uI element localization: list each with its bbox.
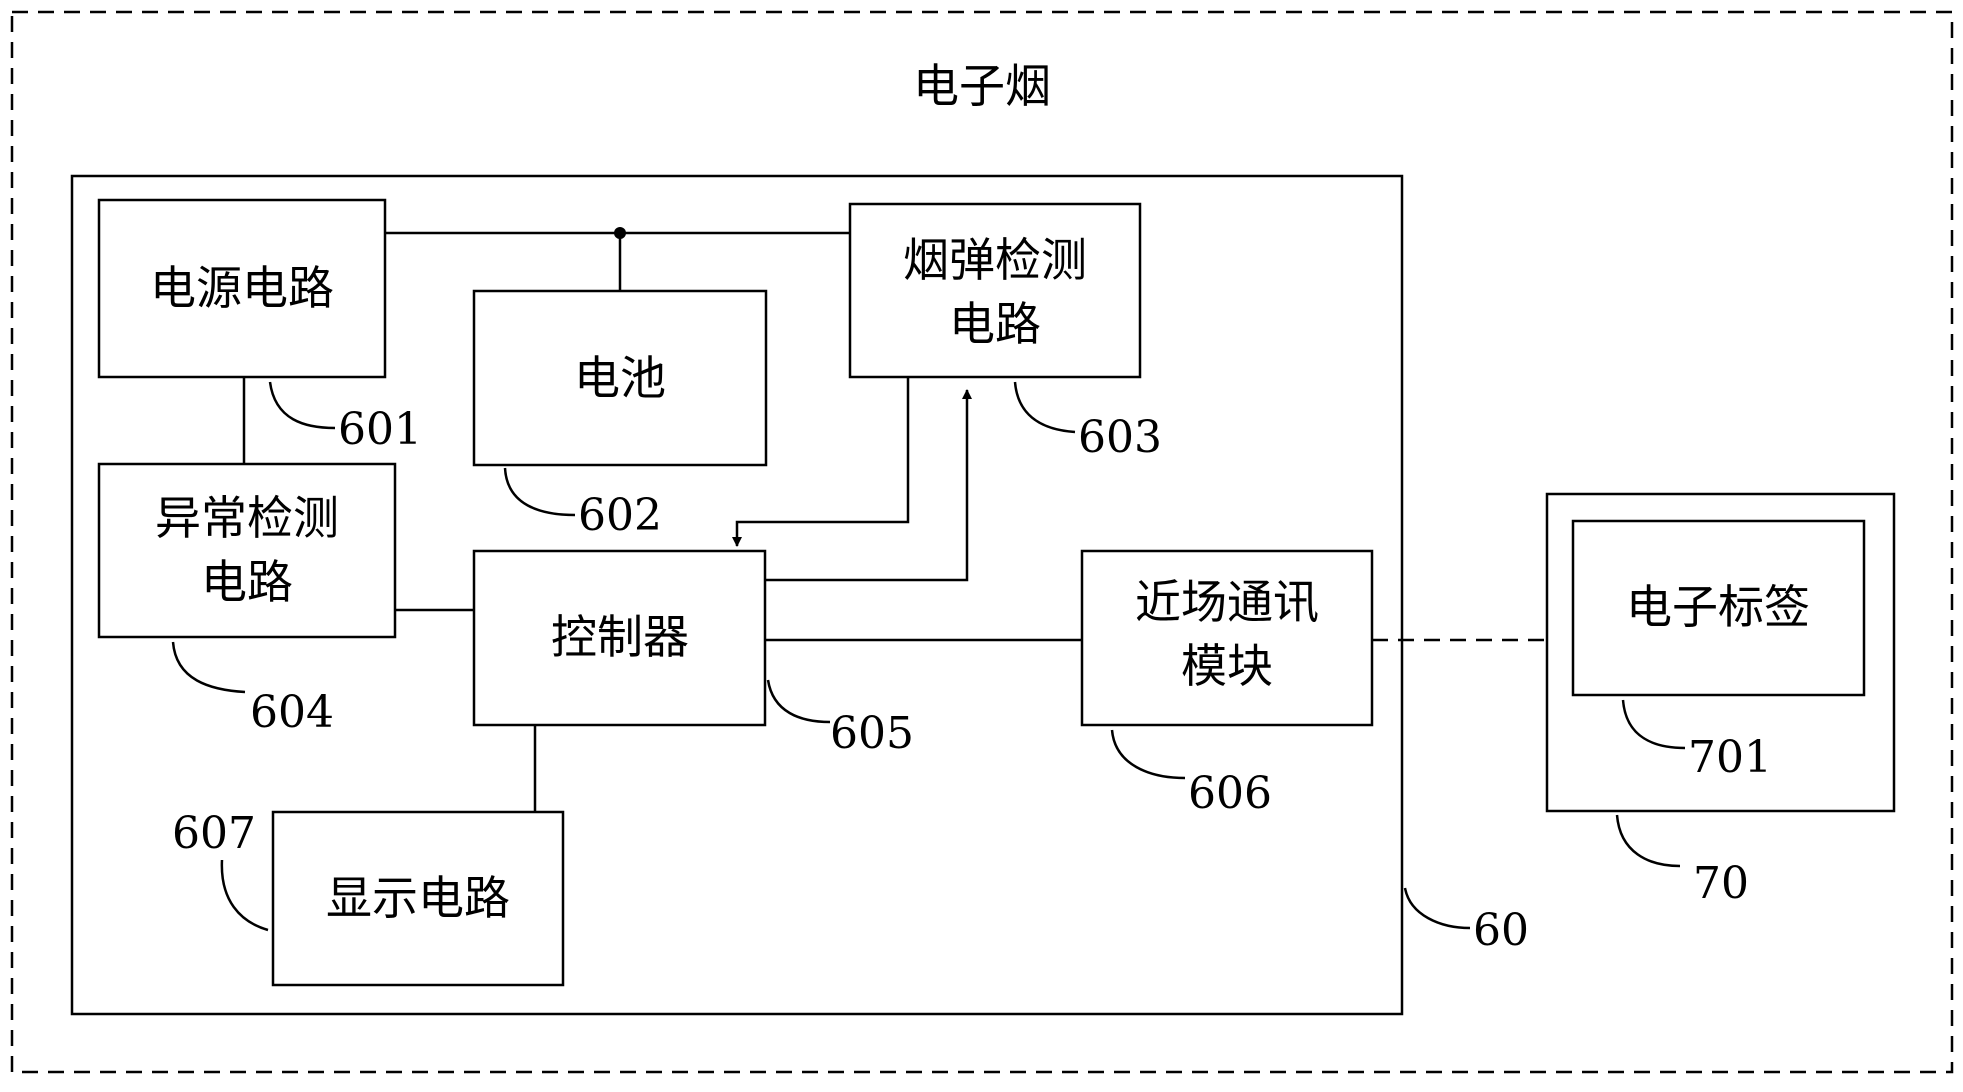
ref-701: 701 [1688, 732, 1772, 783]
nfc-module-label-line1: 近场通讯 [1135, 575, 1319, 629]
anomaly-detection-label-line1: 异常检测 [155, 491, 339, 545]
ref-605: 605 [830, 708, 914, 759]
ref-601: 601 [338, 404, 422, 455]
controller-label: 控制器 [551, 610, 689, 664]
display-circuit-label: 显示电路 [326, 871, 510, 925]
ref-602: 602 [578, 490, 662, 541]
anomaly-detection-label-line2: 电路 [201, 555, 293, 609]
cartridge-detection-label-line2: 电路 [949, 297, 1041, 351]
ref-70: 70 [1693, 858, 1749, 909]
leader-60 [1405, 888, 1470, 928]
ref-603: 603 [1078, 412, 1162, 463]
power-circuit-label: 电源电路 [150, 261, 334, 315]
outer-title: 电子烟 [913, 59, 1051, 113]
ref-604: 604 [250, 687, 334, 738]
cartridge-detection-label-line1: 烟弹检测 [903, 233, 1087, 287]
leader-70 [1617, 815, 1680, 866]
nfc-module-label-line2: 模块 [1181, 639, 1273, 693]
ref-60: 60 [1473, 905, 1529, 956]
electronic-tag-label: 电子标签 [1626, 580, 1810, 634]
external-label-box: 电子标签 701 70 [1547, 494, 1894, 909]
ref-607: 607 [172, 808, 256, 859]
ref-606: 606 [1188, 768, 1272, 819]
battery-label: 电池 [574, 351, 666, 405]
